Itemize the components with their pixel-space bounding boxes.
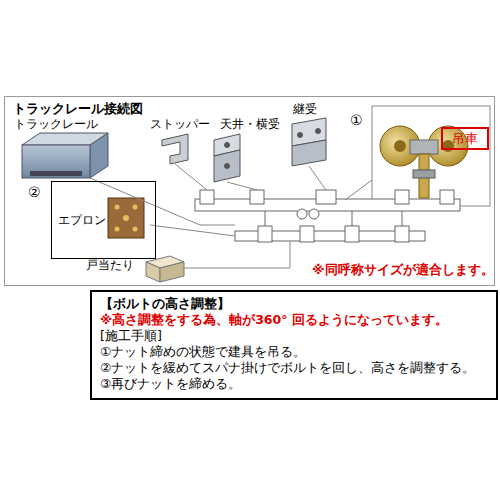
callout-number: ① — [350, 112, 363, 129]
instruction-line: 【ボルトの高さ調整】 — [100, 296, 488, 312]
track-rail — [22, 133, 108, 178]
hanger-photo — [372, 106, 490, 206]
part-name: ストッパー — [150, 117, 210, 131]
instruction-line: [施工手順] — [100, 328, 488, 344]
rail-assembly — [195, 190, 460, 242]
ceiling-bracket — [214, 134, 240, 182]
instruction-line: ※高さ調整をする為、軸が360° 回るようになっています。 — [100, 312, 488, 328]
part-name: トラックレール — [14, 117, 98, 131]
apron-icon — [108, 198, 144, 238]
box-label: トラックレール接続図 — [13, 100, 486, 117]
instruction-line: ②ナットを緩めてスパナ掛けでボルトを回し、高さを調整する。 — [100, 360, 488, 376]
instruction-line: ③再びナットを締める。 — [100, 376, 488, 392]
instruction-line: ①ナット締めの状態で建具を吊る。 — [100, 344, 488, 360]
apron-box: エプロン — [51, 181, 156, 259]
part-name: 戸当たり — [86, 258, 134, 272]
box-label: エプロン — [58, 212, 149, 228]
joint-bracket — [292, 118, 326, 166]
part-name: 天井・横受 — [220, 117, 280, 131]
hanger-label-box: 吊車 — [441, 127, 489, 150]
callout-number: ② — [28, 184, 41, 201]
box-label: 吊車 — [445, 130, 485, 147]
leader-lines — [90, 164, 372, 268]
instruction-box: 【ボルトの高さ調整】※高さ調整をする為、軸が360° 回るようになっています。[… — [90, 290, 498, 400]
note: ※同呼称サイズが適合します。 — [312, 262, 494, 278]
stopper — [162, 134, 188, 164]
part-name: 継受 — [293, 102, 317, 116]
door-stop — [146, 256, 184, 282]
